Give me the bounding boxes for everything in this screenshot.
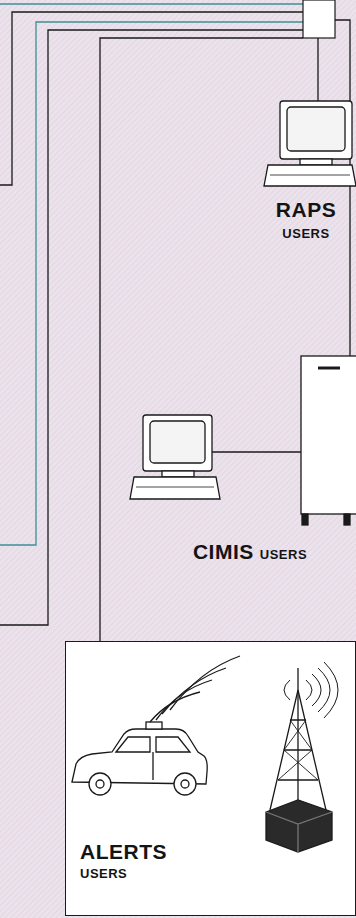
group-name: ALERTS — [80, 840, 355, 864]
group-caption: USERS — [260, 547, 307, 563]
computer-icon — [130, 415, 220, 499]
wire — [335, 20, 350, 356]
wire — [0, 3, 303, 4]
radio-tower — [266, 662, 338, 852]
computer-icon — [264, 101, 356, 186]
user-group-label: RAPS USERS — [256, 198, 356, 254]
wire — [0, 22, 303, 545]
group-caption: USERS — [282, 226, 329, 242]
wire — [0, 30, 303, 625]
junction-box — [303, 0, 335, 38]
group-caption: USERS — [80, 866, 355, 882]
police-car — [72, 656, 240, 795]
user-group-label: CIMIS USERS — [148, 540, 352, 570]
wire — [212, 451, 301, 452]
user-group-box: ALERTS USERS — [65, 641, 356, 916]
group-name: RAPS — [276, 198, 336, 222]
wire — [317, 38, 318, 101]
group-name: CIMIS — [193, 540, 254, 564]
server-icon — [301, 356, 356, 525]
